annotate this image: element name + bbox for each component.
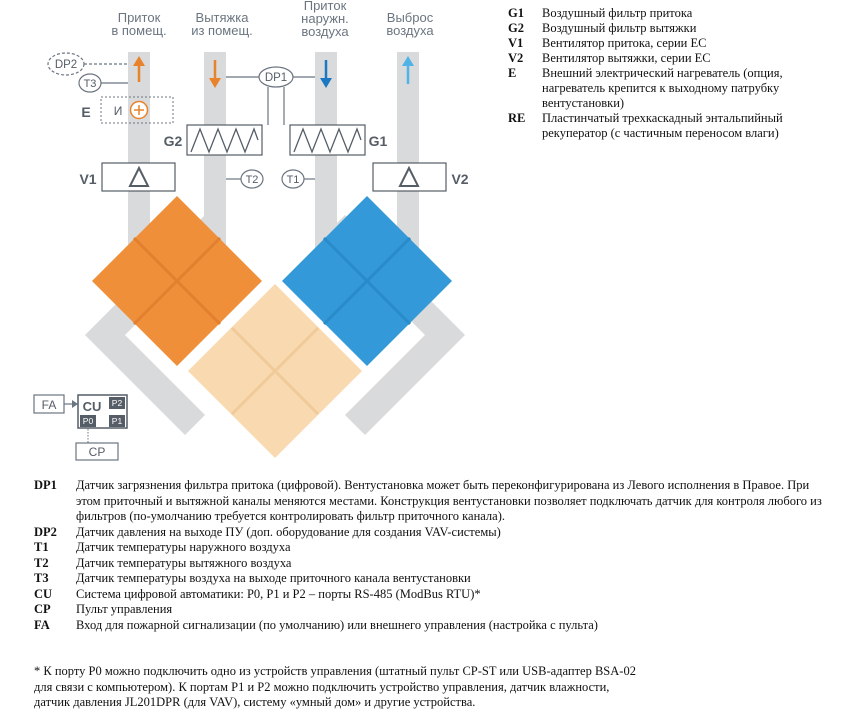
legend-top-row: G2 Воздушный фильтр вытяжки (508, 21, 838, 36)
legend-bottom-row: DP2 Датчик давления на выходе ПУ (доп. об… (34, 525, 834, 541)
heading-line: Вытяжка (196, 10, 250, 25)
legend-desc: Воздушный фильтр притока (542, 6, 693, 20)
legend-key: T3 (34, 571, 49, 585)
filter-g1-icon (289, 124, 366, 156)
legend-desc: Система цифровой автоматики: P0, P1 и P2… (76, 586, 481, 601)
v2-label: V2 (451, 171, 468, 187)
legend-bottom-row: T3 Датчик температуры воздуха на выходе п… (34, 571, 834, 587)
legend-bottom-row: DP1 Датчик загрязнения фильтра притока (ц… (34, 478, 834, 525)
legend-desc: Пульт управления (76, 602, 173, 616)
v1-label: V1 (79, 171, 96, 187)
cp-box (75, 442, 119, 461)
heading-line: наружн. (301, 11, 349, 26)
legend-top-row: V2 Вентилятор вытяжки, серии ЕС (508, 51, 838, 66)
legend-key: DP2 (34, 524, 57, 539)
fa-arrow-icon (64, 400, 78, 408)
port-p2-label: P2 (112, 398, 123, 408)
legend-desc: Внешний электрический нагреватель (опция… (542, 66, 783, 110)
legend-desc: Датчик давления на выходе ПУ (доп. обору… (76, 524, 501, 539)
legend-bottom: DP1 Датчик загрязнения фильтра притока (ц… (34, 478, 834, 633)
legend-key: G1 (508, 6, 524, 20)
footnote: * К порту P0 можно подключить одно из ус… (34, 664, 636, 709)
duct-discharge (397, 52, 419, 252)
e-label: E (81, 104, 90, 120)
fa-label: FA (42, 398, 57, 412)
legend-bottom-row: T2 Датчик температуры вытяжного воздуха (34, 556, 834, 572)
arrow-supply-room-icon (133, 56, 145, 82)
dp1-label: DP1 (265, 72, 287, 84)
heading-line: Выброс (387, 10, 434, 25)
arrow-outdoor-supply-icon (320, 60, 332, 88)
legend-key: DP1 (34, 478, 57, 492)
port-p0 (80, 415, 96, 427)
legend-key: T1 (34, 540, 49, 554)
blue-cross-b (322, 236, 412, 326)
legend-top-row: E Внешний электрический нагреватель (опци… (508, 66, 838, 111)
legend-desc: Датчик загрязнения фильтра притока (цифр… (76, 478, 822, 523)
legend-top-row: RE Пластинчатый трехкаскадный энтальпийны… (508, 111, 838, 141)
legend-desc: Воздушный фильтр вытяжки (542, 21, 697, 35)
heading-line: из помещ. (191, 23, 253, 38)
legend-key: T2 (34, 555, 49, 570)
legend-bottom-row: CU Система цифровой автоматики: P0, P1 и … (34, 587, 834, 603)
port-p0-label: P0 (83, 416, 94, 426)
legend-desc: Датчик температуры вытяжного воздуха (76, 555, 292, 570)
t2-sensor (240, 169, 264, 189)
t2-label: T2 (246, 174, 259, 186)
legend-key: V1 (508, 36, 524, 50)
legend-bottom-row: T1 Датчик температуры наружного воздуха (34, 540, 834, 556)
g2-label: G2 (164, 133, 183, 149)
t1-label: T1 (287, 174, 300, 186)
legend-desc: Датчик температуры воздуха на выходе при… (76, 571, 471, 585)
light-cross-b (230, 326, 320, 416)
fan-v1-icon (101, 162, 176, 192)
legend-key: FA (34, 617, 50, 632)
heading-line: воздуха (301, 24, 349, 39)
heater-box (100, 96, 174, 124)
duct-supply-room (128, 52, 150, 252)
orange-cross-b (132, 236, 222, 326)
legend-desc: Вход для пожарной сигнализации (по умолч… (76, 617, 598, 632)
legend-desc: Вентилятор вытяжки, серии ЕС (542, 51, 711, 65)
dp2-label: DP2 (55, 59, 77, 71)
legend-top-row: V1 Вентилятор притока, серии ЕС (508, 36, 838, 51)
arrow-exhaust-room-icon (209, 60, 221, 88)
legend-desc: Вентилятор притока, серии ЕС (542, 36, 707, 50)
cp-label: CP (89, 445, 106, 459)
filter-g2-icon (186, 124, 263, 156)
legend-desc: Датчик температуры наружного воздуха (76, 540, 291, 554)
cu-label: CU (83, 399, 102, 414)
heading-line: Приток (304, 0, 347, 13)
fan-v2-icon (372, 162, 447, 192)
legend-bottom-row: FA Вход для пожарной сигнализации (по умо… (34, 618, 834, 634)
heater-letter: И (114, 104, 123, 118)
heading-line: Приток (118, 10, 161, 25)
legend-key: CP (34, 602, 51, 616)
legend-key: CU (34, 586, 53, 601)
heading-line: в помещ. (111, 23, 166, 38)
heading-line: воздуха (386, 23, 434, 38)
legend-key: G2 (508, 21, 524, 35)
legend-key: RE (508, 111, 526, 125)
legend-key: V2 (508, 51, 524, 65)
legend-key: E (508, 66, 517, 80)
legend-desc: Пластинчатый трехкаскадный энтальпийный … (542, 111, 783, 140)
t3-label: T3 (84, 78, 97, 90)
port-p2 (109, 397, 125, 409)
legend-bottom-row: CP Пульт управления (34, 602, 834, 618)
port-p1-label: P1 (112, 416, 123, 426)
arrow-discharge-icon (402, 56, 414, 84)
legend-top-row: G1 Воздушный фильтр притока (508, 6, 838, 21)
recuperator (92, 196, 452, 458)
heater-plus-icon (129, 100, 149, 120)
port-p1 (109, 415, 125, 427)
g1-label: G1 (369, 133, 388, 149)
